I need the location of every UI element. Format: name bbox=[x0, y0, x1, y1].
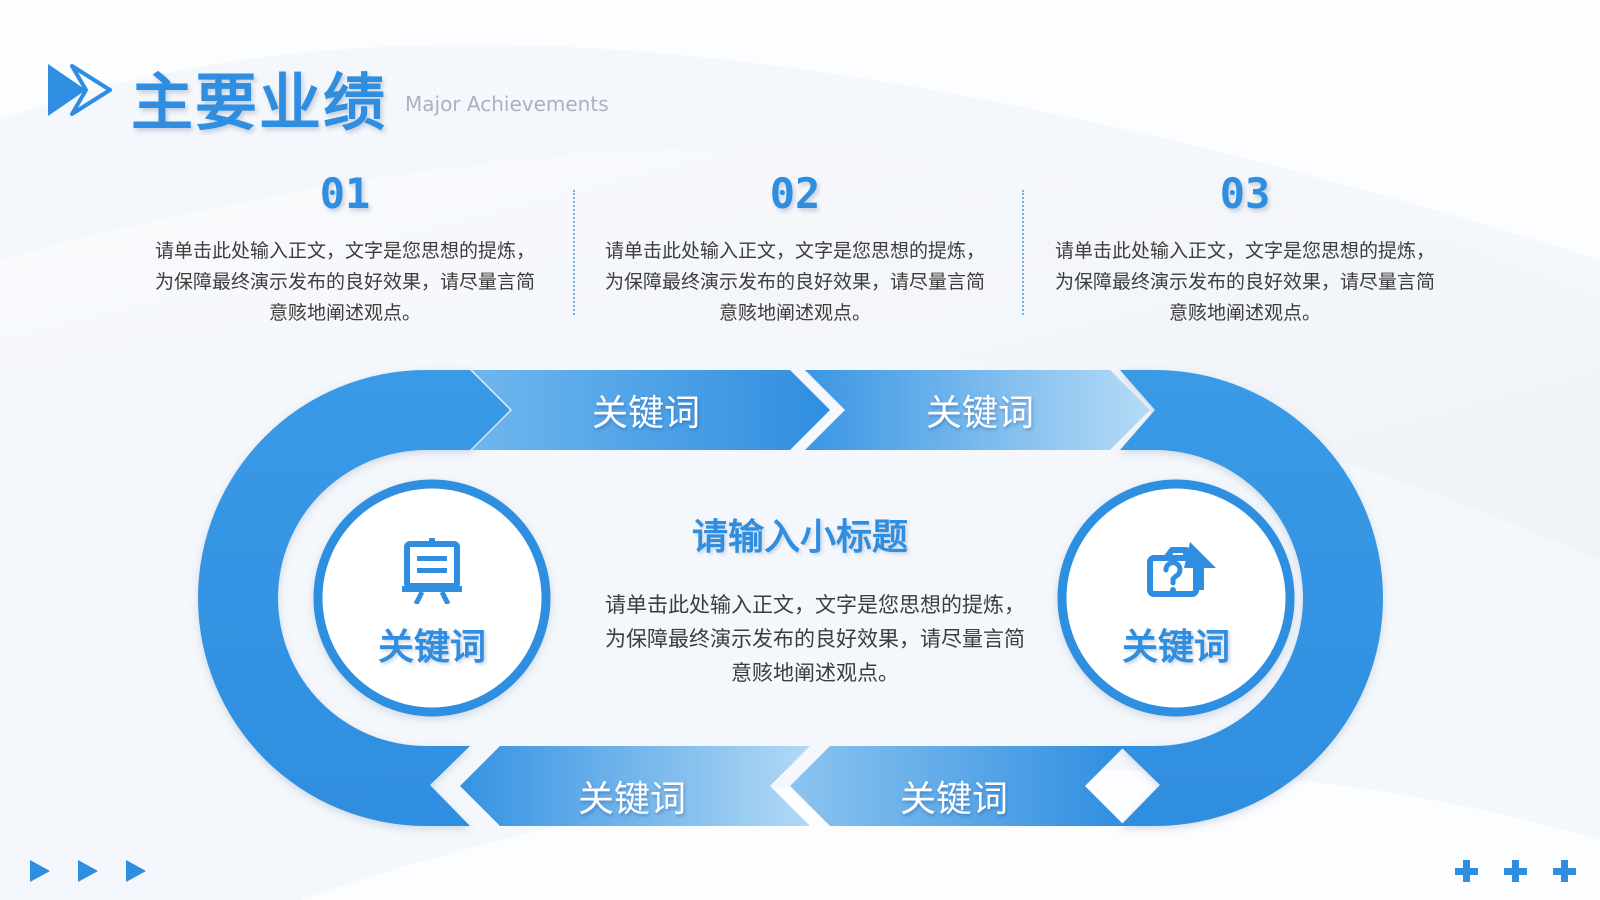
title-double-arrow-icon bbox=[48, 64, 112, 116]
right-circle-ring bbox=[1057, 479, 1295, 717]
center-subtitle: 请输入小标题 bbox=[691, 517, 909, 558]
column-03: 03 请单击此处输入正文，文字是您思想的提炼，为保障最终演示发布的良好效果，请尽… bbox=[1050, 170, 1440, 329]
top-arrow-label-1: 关键词 bbox=[591, 393, 701, 434]
column-01: 01 请单击此处输入正文，文字是您思想的提炼，为保障最终演示发布的良好效果，请尽… bbox=[150, 170, 540, 329]
bottom-arrow-2 bbox=[790, 746, 1125, 826]
column-02: 02 请单击此处输入正文，文字是您思想的提炼，为保障最终演示发布的良好效果，请尽… bbox=[600, 170, 990, 329]
triple-play-icons bbox=[30, 860, 146, 882]
column-number: 02 bbox=[769, 169, 821, 218]
presentation-board-icon bbox=[402, 538, 462, 604]
bottom-arrow-label-2: 关键词 bbox=[899, 779, 1009, 820]
bottom-arrow-label-1: 关键词 bbox=[577, 779, 687, 820]
column-number: 01 bbox=[319, 169, 371, 218]
column-text: 请单击此处输入正文，文字是您思想的提炼，为保障最终演示发布的良好效果，请尽量言简… bbox=[154, 240, 535, 324]
left-circle-label: 关键词 bbox=[377, 627, 487, 668]
left-circle-ring bbox=[313, 479, 551, 717]
bottom-arrow-1 bbox=[460, 746, 810, 826]
top-arrow-2 bbox=[805, 370, 1150, 450]
left-loop-band bbox=[198, 370, 510, 826]
camera-question-icon bbox=[1147, 542, 1216, 597]
page-subtitle: Major Achievements bbox=[405, 92, 609, 116]
top-arrow-1 bbox=[472, 370, 830, 450]
column-text: 请单击此处输入正文，文字是您思想的提炼，为保障最终演示发布的良好效果，请尽量言简… bbox=[604, 240, 985, 324]
right-circle-label: 关键词 bbox=[1121, 627, 1231, 668]
column-text: 请单击此处输入正文，文字是您思想的提炼，为保障最终演示发布的良好效果，请尽量言简… bbox=[1054, 240, 1435, 324]
column-divider bbox=[573, 190, 575, 315]
page-title: 主要业绩 bbox=[131, 66, 388, 139]
column-number: 03 bbox=[1219, 169, 1271, 218]
center-body-text: 请单击此处输入正文，文字是您思想的提炼，为保障最终演示发布的良好效果，请尽量言简… bbox=[605, 593, 1025, 685]
column-divider bbox=[1022, 190, 1024, 315]
right-loop-band bbox=[1120, 370, 1383, 826]
top-arrow-label-2: 关键词 bbox=[925, 393, 1035, 434]
triple-plus-icons bbox=[1455, 860, 1576, 882]
